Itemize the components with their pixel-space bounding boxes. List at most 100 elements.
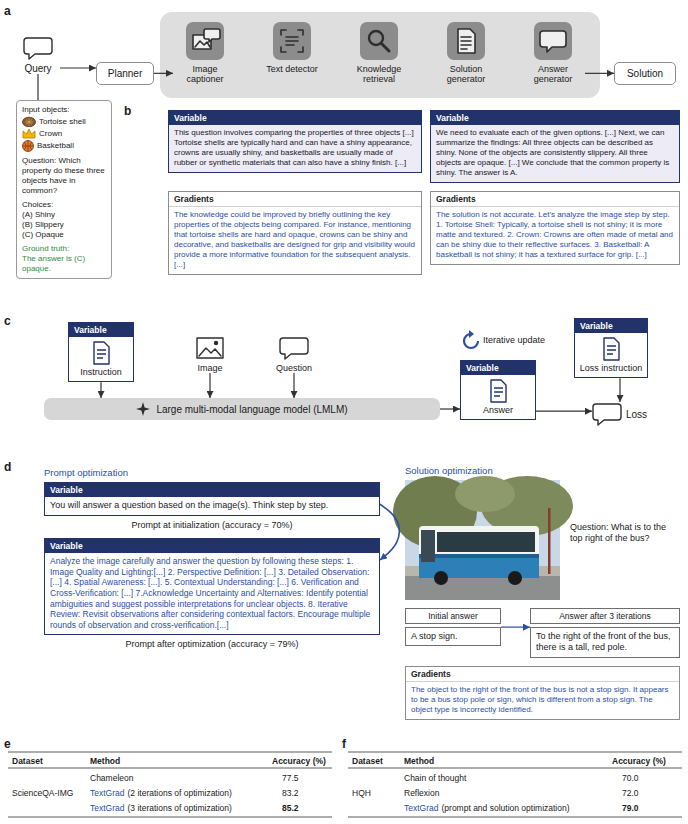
ball-icon — [22, 140, 34, 152]
text-row: Input objects: — [22, 105, 106, 115]
label-text: Prompt optimization — [44, 467, 128, 478]
text-row: (A) Shiny — [22, 210, 106, 220]
process-box: Solution — [614, 62, 676, 85]
crown-icon — [22, 128, 36, 139]
bus-windshield — [421, 530, 435, 562]
text-row: Variable — [461, 361, 535, 375]
gradient-box: GradientsThe knowledge could be improved… — [168, 191, 422, 275]
text-icon — [273, 22, 311, 60]
icon-part — [382, 44, 390, 52]
node-text: Gradients — [174, 194, 214, 204]
label-text: Solution optimization — [405, 465, 493, 476]
node-text: Basketball — [37, 141, 74, 151]
label-text: TextGrad — [404, 803, 439, 813]
text-row: Loss — [626, 409, 647, 420]
icon-tile — [447, 22, 485, 60]
icon-part — [607, 346, 616, 354]
node-text: Query — [24, 63, 51, 74]
icon-part — [491, 380, 506, 402]
connector-arrow — [154, 73, 173, 74]
text-row: Variable — [575, 319, 647, 333]
text-row: Instruction — [69, 367, 133, 381]
node-text: The solution is not accurate. Let's anal… — [436, 210, 673, 259]
panel-letter: f — [342, 737, 346, 751]
label-text: Question: What is to the top right of th… — [570, 522, 680, 544]
node-text: Crown — [39, 129, 62, 139]
node-text: (B) Slippery — [22, 220, 64, 229]
variable-box: VariableLoss instruction — [574, 318, 648, 378]
iterate-head — [469, 330, 474, 338]
tool-module: Knowledge retrieval — [347, 22, 411, 85]
text-row: This question involves comparing the pro… — [169, 125, 421, 172]
variable-box: VariableWe need to evaluate each of the … — [430, 110, 680, 183]
chat-icon — [534, 22, 572, 60]
spark-icon — [136, 402, 150, 416]
icon-part — [199, 348, 221, 356]
icon-part — [458, 29, 475, 53]
node-text: Answer after 3 iterations — [559, 611, 651, 621]
table-rule — [348, 768, 682, 769]
bus-windows — [437, 532, 535, 552]
text-row: (B) Slippery — [22, 220, 106, 230]
node-text: Text detector — [266, 64, 318, 74]
query-node: Query — [16, 36, 60, 74]
label-text: Method — [404, 756, 434, 766]
panel-letter: e — [4, 737, 11, 751]
connector-arrow — [619, 378, 620, 402]
text-row: Initial answer — [405, 608, 501, 624]
question-icon — [279, 336, 309, 360]
icon-part — [197, 338, 223, 358]
node-text: Variable — [74, 325, 107, 335]
text-row: We need to evaluate each of the given op… — [431, 125, 679, 182]
node-text: Question — [276, 363, 312, 373]
node-text: The object to the right of the front of … — [411, 685, 669, 714]
text-row: Choices: — [22, 200, 106, 210]
label-text: 72.0 — [622, 788, 639, 798]
table-rule — [8, 817, 332, 818]
connector-arrow — [60, 67, 96, 68]
text-row: The object to the right of the front of … — [406, 682, 679, 719]
text-row: Variable — [169, 111, 421, 125]
page-icon — [91, 341, 111, 365]
node-text: Loss instruction — [580, 363, 643, 373]
loss-node: Loss — [592, 402, 654, 426]
page-icon — [488, 379, 508, 403]
text-row: The knowledge could be improved by brief… — [169, 207, 421, 274]
icon-tile — [534, 22, 572, 60]
search-icon — [360, 22, 398, 60]
text-row: Basketball — [22, 140, 106, 152]
node-text: Knowledge retrieval — [357, 64, 402, 84]
node-text: Ground truth: — [22, 244, 69, 253]
wheel — [508, 571, 522, 585]
icon-part — [23, 141, 34, 152]
text-row: Solution — [618, 68, 672, 79]
node-text: The knowledge could be improved by brief… — [174, 210, 415, 269]
panel-letter: b — [124, 104, 131, 118]
connector-arrow — [536, 411, 592, 412]
icon-part — [604, 338, 619, 360]
icon-part — [593, 404, 621, 425]
node-text: Planner — [108, 68, 142, 79]
text-row: Variable — [431, 111, 679, 125]
text-row: Variable — [69, 323, 133, 337]
variable-box: VariableYou will answer a question based… — [44, 482, 380, 516]
wheel — [434, 571, 448, 585]
image-icon — [195, 336, 225, 360]
node-text: Variable — [174, 113, 207, 123]
label-text: TextGrad — [90, 803, 125, 813]
icon-part — [461, 37, 471, 49]
label-text: Accuracy (%) — [272, 756, 326, 766]
icon-part — [23, 129, 35, 138]
text-row: To the right of the front of the bus, th… — [530, 627, 680, 658]
label-text: 70.0 — [622, 773, 639, 783]
text-row: Query — [16, 63, 60, 74]
label-text: (prompt and solution optimization) — [442, 803, 570, 813]
text-row: A stop sign. — [405, 627, 501, 646]
text-row: Image captioner — [173, 64, 237, 85]
label-text: 85.2 — [282, 803, 299, 813]
icon-tile — [273, 22, 311, 60]
label-text: 77.5 — [282, 773, 299, 783]
node-text: Solution generator — [447, 64, 486, 84]
node-text: (A) Shiny — [22, 210, 55, 219]
caption-icon — [186, 22, 224, 60]
